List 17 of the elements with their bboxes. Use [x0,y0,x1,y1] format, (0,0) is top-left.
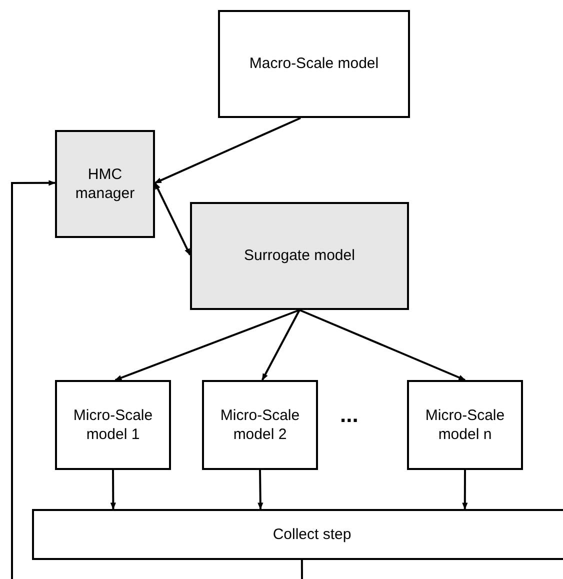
arrow [258,470,264,510]
arrow [114,309,300,381]
arrow [154,182,191,256]
process-box: Surrogate model [190,202,409,310]
arrow [154,117,301,184]
arrow [299,309,466,381]
ellipsis-label: ... [340,404,358,426]
arrow [11,180,56,579]
process-box: Micro-Scale model 1 [55,380,171,470]
arrow [462,470,468,510]
process-box: Collect step [32,509,563,560]
process-box: Micro-Scale model n [407,380,523,470]
arrow [261,310,300,381]
process-box: Micro-Scale model 2 [202,380,318,470]
process-box: Macro-Scale model [218,10,410,118]
arrow [110,470,116,510]
process-box: HMC manager [55,130,155,238]
